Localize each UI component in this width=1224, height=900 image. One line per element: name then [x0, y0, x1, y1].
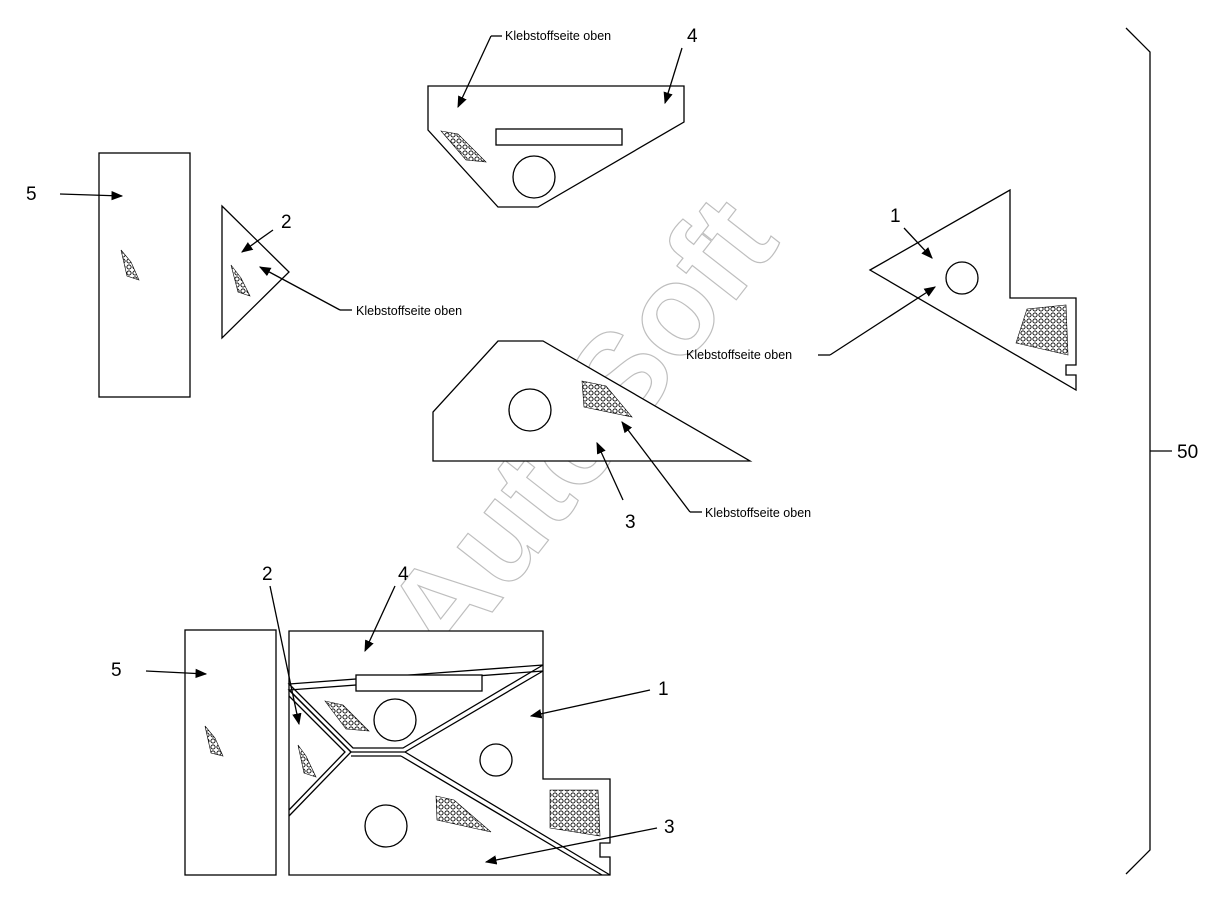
part-3-separate — [432, 340, 753, 462]
assembly-bracket — [1125, 27, 1151, 875]
adhesive-label-2: Klebstoffseite oben — [356, 304, 462, 318]
leader-3-top — [596, 441, 624, 501]
adhesive-label-4: Klebstoffseite oben — [505, 29, 611, 43]
part-5-separate — [98, 152, 191, 398]
leader-4-adhesive — [457, 35, 492, 109]
assembly-number-50: 50 — [1177, 442, 1198, 463]
part-number-2-top: 2 — [281, 212, 292, 233]
leader-2-adhesive — [258, 266, 341, 311]
part-number-5-top: 5 — [26, 184, 37, 205]
leader-2-top — [241, 229, 274, 253]
part-4-separate — [427, 85, 685, 208]
part-number-1-bottom: 1 — [658, 679, 669, 700]
part-number-5-bottom: 5 — [111, 660, 122, 681]
assembled-set — [184, 629, 611, 876]
leader-4-top — [663, 47, 683, 105]
part-number-4-bottom: 4 — [398, 564, 409, 585]
leader-5-top — [59, 190, 124, 201]
part-number-3-top: 3 — [625, 512, 636, 533]
leader-1-bottom — [529, 689, 651, 719]
leader-5-bottom — [145, 668, 208, 679]
part-number-4-top: 4 — [687, 26, 698, 47]
part-number-3-bottom: 3 — [664, 817, 675, 838]
leader-1-top — [903, 227, 933, 259]
part-number-1-top: 1 — [890, 206, 901, 227]
leader-3-adhesive — [621, 421, 691, 513]
leader-2-bottom — [269, 585, 302, 726]
adhesive-label-3: Klebstoffseite oben — [705, 506, 811, 520]
leader-1-adhesive — [829, 286, 936, 356]
part-1-separate — [868, 188, 1077, 392]
leader-3-bottom — [484, 827, 658, 865]
part-2-separate — [221, 204, 290, 340]
adhesive-label-1: Klebstoffseite oben — [686, 348, 792, 362]
leader-4-bottom — [364, 585, 396, 653]
part-number-2-bottom: 2 — [262, 564, 273, 585]
